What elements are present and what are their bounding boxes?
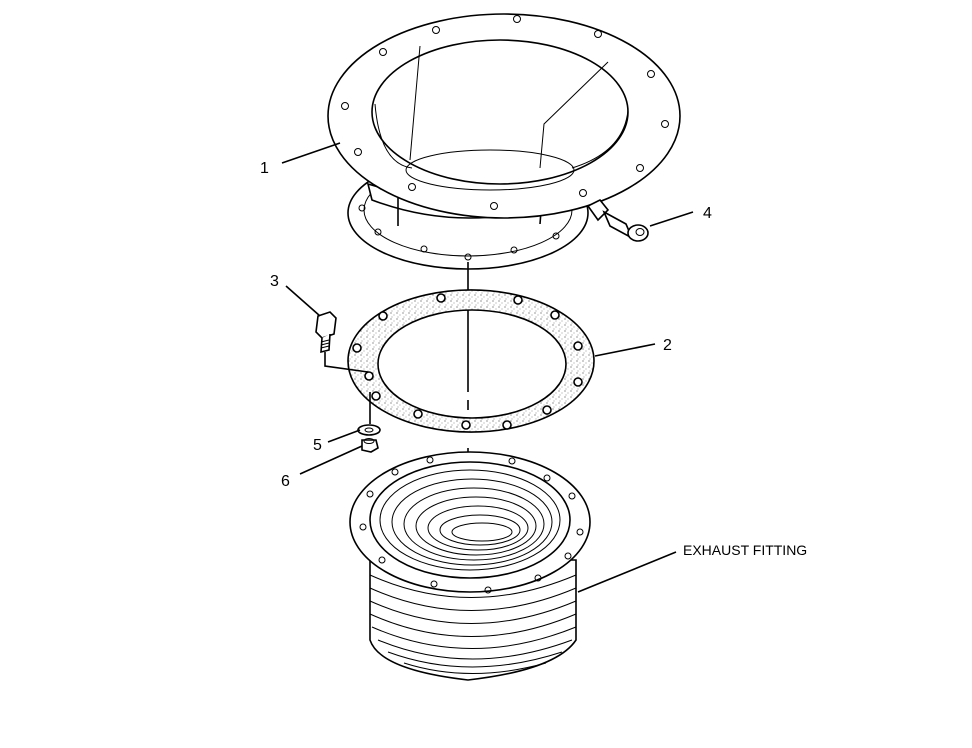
callout-4: 4 [703,205,712,222]
gasket-bolt-holes [352,293,583,430]
part-2-gasket [347,289,595,433]
fitting-body [369,559,577,681]
leader-3 [285,285,321,317]
fitting-inner-corrugations [379,469,561,571]
callout-3: 3 [270,273,279,290]
cone-inner-seam-left [409,45,421,161]
part-3-bolt [315,311,369,373]
leader-exhaust-fitting [577,551,677,593]
lower-flange-bolt-holes [358,204,560,261]
cone-inner-wall-right [571,109,629,169]
fitting-corrugations [369,574,577,674]
callout-exhaust-fitting: EXHAUST FITTING [683,542,807,558]
top-flange-bolt-holes [341,15,669,210]
part-4-plug [602,210,649,242]
fitting-flange-inner [369,461,571,579]
part-1-exhaust-adapter [327,13,681,270]
part-6-nut [361,438,379,453]
leader-5 [327,429,361,443]
bolt-head [315,311,337,339]
cone-inner-seam-right [539,61,609,169]
callout-6: 6 [281,473,290,490]
part-5-washer [357,424,381,436]
bolt-path-line [324,352,369,373]
leader-lines [281,142,694,593]
callout-5: 5 [313,437,322,454]
plug-head [627,224,649,242]
fitting-flange-bolt-holes [359,456,584,594]
exhaust-fitting [349,451,591,681]
callout-2: 2 [663,337,672,354]
leader-2 [594,343,656,357]
top-flange-opening [371,39,629,185]
drain-boss [586,198,610,222]
callout-1: 1 [260,160,269,177]
leader-1 [281,142,341,164]
leader-6 [299,445,363,475]
leader-4 [649,211,694,227]
cone-inner-wall-left [374,103,413,169]
cone-throat [405,149,575,191]
